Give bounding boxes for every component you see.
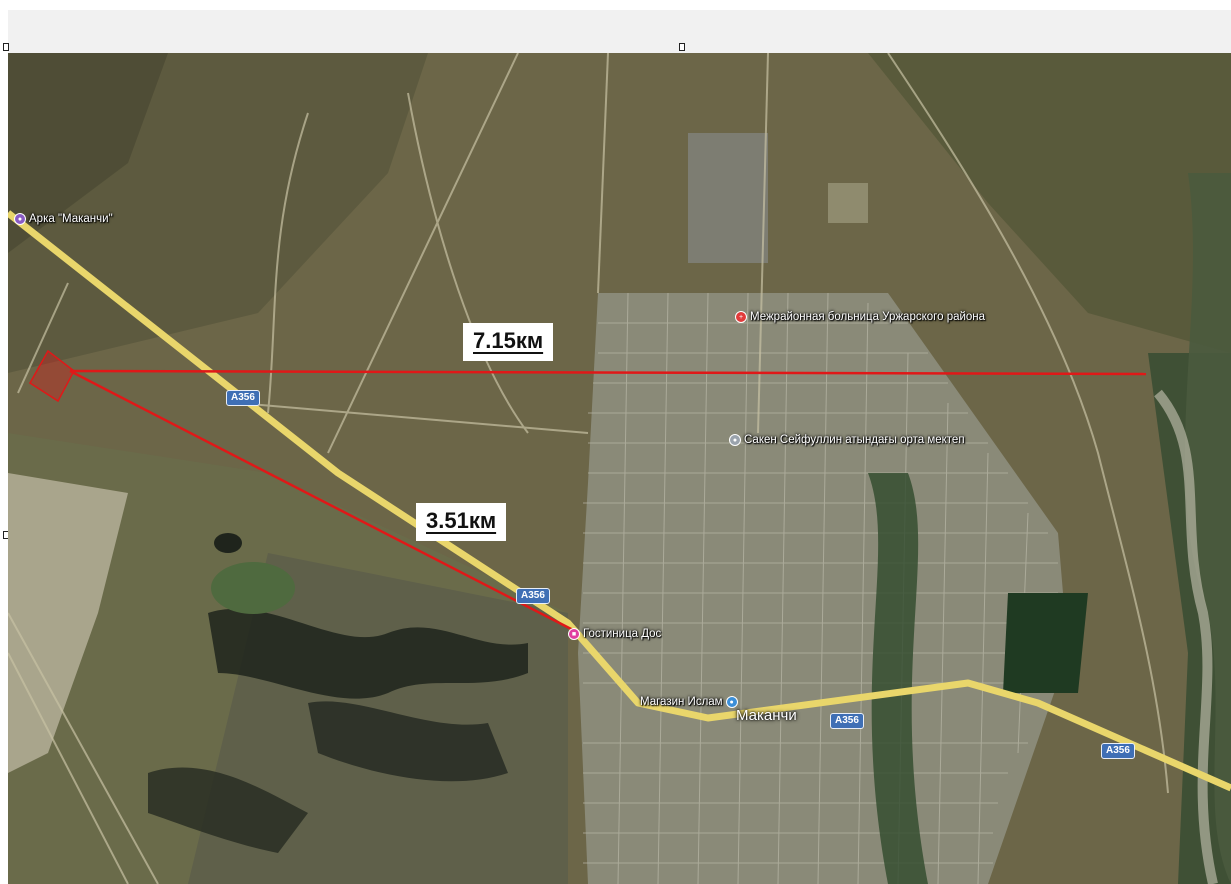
resize-handle-top-left[interactable] [3,43,9,51]
road-badge: А356 [226,390,260,406]
distance-line-short [69,369,576,633]
poi-school-label: Сакен Сейфуллин атындағы орта мектеп [744,434,965,446]
road-badge: А356 [830,713,864,729]
measurement-layer [28,349,1147,633]
town-label: Маканчи [736,707,797,724]
poi-hospital[interactable]: + Межрайонная больница Уржарского района [735,311,985,323]
poi-shop-label: Магазин Ислам [640,696,723,708]
poi-hospital-label: Межрайонная больница Уржарского района [750,311,986,323]
monument-pin-icon: ● [14,213,26,225]
poi-arka[interactable]: ● Арка "Маканчи" [14,213,113,225]
poi-hotel[interactable]: ■ Гостиница Дос [568,628,661,640]
shop-pin-icon: ● [725,696,738,708]
site-parcel [28,349,75,403]
distance-value-long: 7.15км [473,328,544,353]
top-toolbar-band [8,10,1231,53]
satellite-map[interactable]: ● Арка "Маканчи" + Межрайонная больница … [8,53,1231,884]
map-base-layer [8,53,1231,884]
distance-line-long [69,369,1147,376]
poi-hotel-label: Гостиница Дос [583,628,662,640]
school-pin-icon: ● [729,434,741,446]
poi-arka-label: Арка "Маканчи" [29,213,113,225]
distance-label-short: 3.51км [416,503,507,541]
hospital-pin-icon: + [735,311,747,323]
road-badge: А356 [1101,743,1135,759]
poi-shop[interactable]: Магазин Ислам ● [640,696,738,708]
distance-label-long: 7.15км [463,323,554,361]
hotel-pin-icon: ■ [568,628,580,640]
distance-value-short: 3.51км [426,508,497,533]
resize-handle-top-center[interactable] [679,43,685,51]
road-badge: А356 [516,588,550,604]
poi-school[interactable]: ● Сакен Сейфуллин атындағы орта мектеп [729,434,965,446]
